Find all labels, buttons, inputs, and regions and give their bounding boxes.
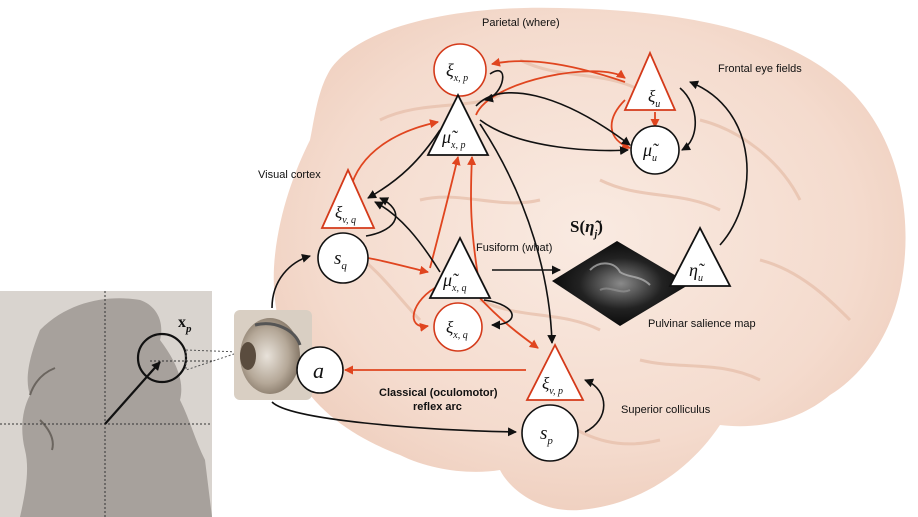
- label-pulvinar: Pulvinar salience map: [648, 318, 756, 330]
- label-fusiform: Fusiform (what): [476, 242, 552, 254]
- node-s-q: sq: [317, 232, 369, 284]
- pulvinar-salience-map: [552, 241, 690, 326]
- black-edges: [271, 70, 748, 437]
- label-frontal-eye-fields: Frontal eye fields: [718, 63, 802, 75]
- svg-text:ξv, q: ξv, q: [335, 203, 356, 226]
- node-xi-vq: ξv, q: [320, 167, 376, 229]
- svg-text:ξu: ξu: [648, 87, 660, 110]
- node-eta-u: η̃u: [668, 226, 732, 287]
- svg-text:ξx, p: ξx, p: [446, 60, 468, 84]
- label-parietal: Parietal (where): [482, 17, 560, 29]
- salience-map-label: S(η̃j): [570, 217, 603, 240]
- node-a: a: [296, 346, 344, 394]
- label-superior-colliculus: Superior colliculus: [621, 404, 711, 416]
- svg-text:sq: sq: [334, 248, 347, 272]
- node-xi-vp: ξv, p: [525, 343, 585, 401]
- svg-text:ξv, p: ξv, p: [542, 374, 563, 397]
- node-mu-xp: μ̃x, p: [426, 92, 490, 156]
- node-xi-xq: ξx, q: [433, 302, 483, 352]
- node-s-p: sp: [521, 404, 579, 462]
- node-xi-u: ξu: [623, 50, 677, 111]
- fixation-label: xp: [178, 314, 192, 335]
- fixation-circle: [136, 332, 188, 384]
- svg-text:a: a: [313, 358, 324, 383]
- face-fixation-panel: xp: [0, 291, 212, 517]
- label-reflex-arc-line2: reflex arc: [413, 401, 462, 413]
- node-xi-xp: ξx, p: [433, 43, 487, 97]
- label-reflex-arc-line1: Classical (oculomotor): [379, 387, 498, 399]
- svg-text:ξx, q: ξx, q: [446, 318, 468, 341]
- node-mu-xq: μ̃x, q: [428, 235, 492, 299]
- node-mu-u: μ̃u: [630, 125, 680, 175]
- label-visual-cortex: Visual cortex: [258, 169, 321, 181]
- red-edges: [344, 57, 660, 375]
- eye-illustration: [234, 310, 312, 400]
- svg-text:sp: sp: [540, 423, 553, 447]
